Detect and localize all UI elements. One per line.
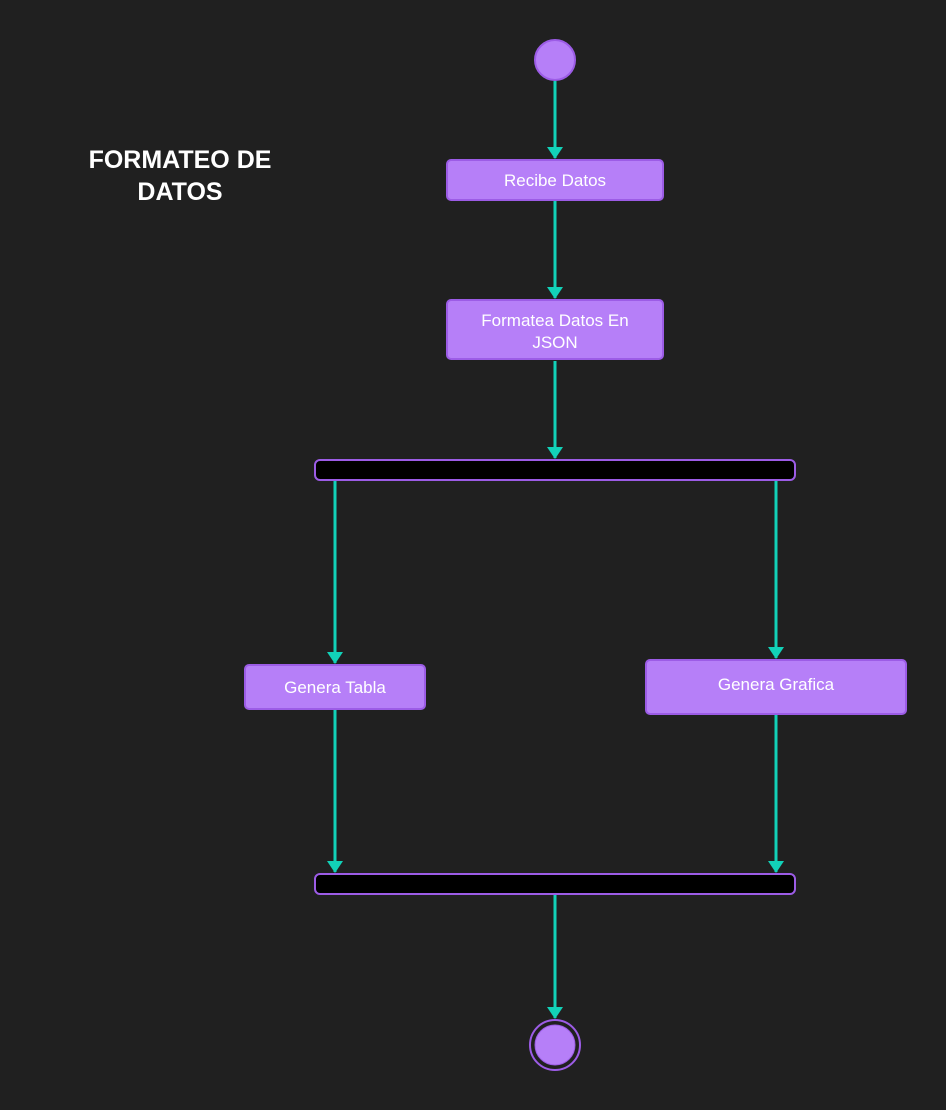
diagram-title: FORMATEO DE DATOS [88, 146, 272, 206]
edges [327, 81, 784, 1019]
action-formatea-datos[interactable]: Formatea Datos En JSON [446, 299, 664, 360]
action-genera-tabla[interactable]: Genera Tabla [244, 664, 426, 710]
action-formatea-datos-label-line2: JSON [532, 333, 577, 352]
action-genera-grafica[interactable]: Genera Grafica [645, 659, 907, 715]
join-bar [314, 873, 796, 895]
initial-node [534, 39, 576, 81]
final-node [529, 1019, 581, 1071]
action-genera-grafica-label: Genera Grafica [718, 675, 835, 694]
fork-bar [314, 459, 796, 481]
action-recibe-datos[interactable]: Recibe Datos [446, 159, 664, 201]
action-genera-tabla-label: Genera Tabla [284, 678, 386, 697]
action-recibe-datos-label: Recibe Datos [504, 171, 606, 190]
action-formatea-datos-label-line1: Formatea Datos En [481, 311, 628, 330]
